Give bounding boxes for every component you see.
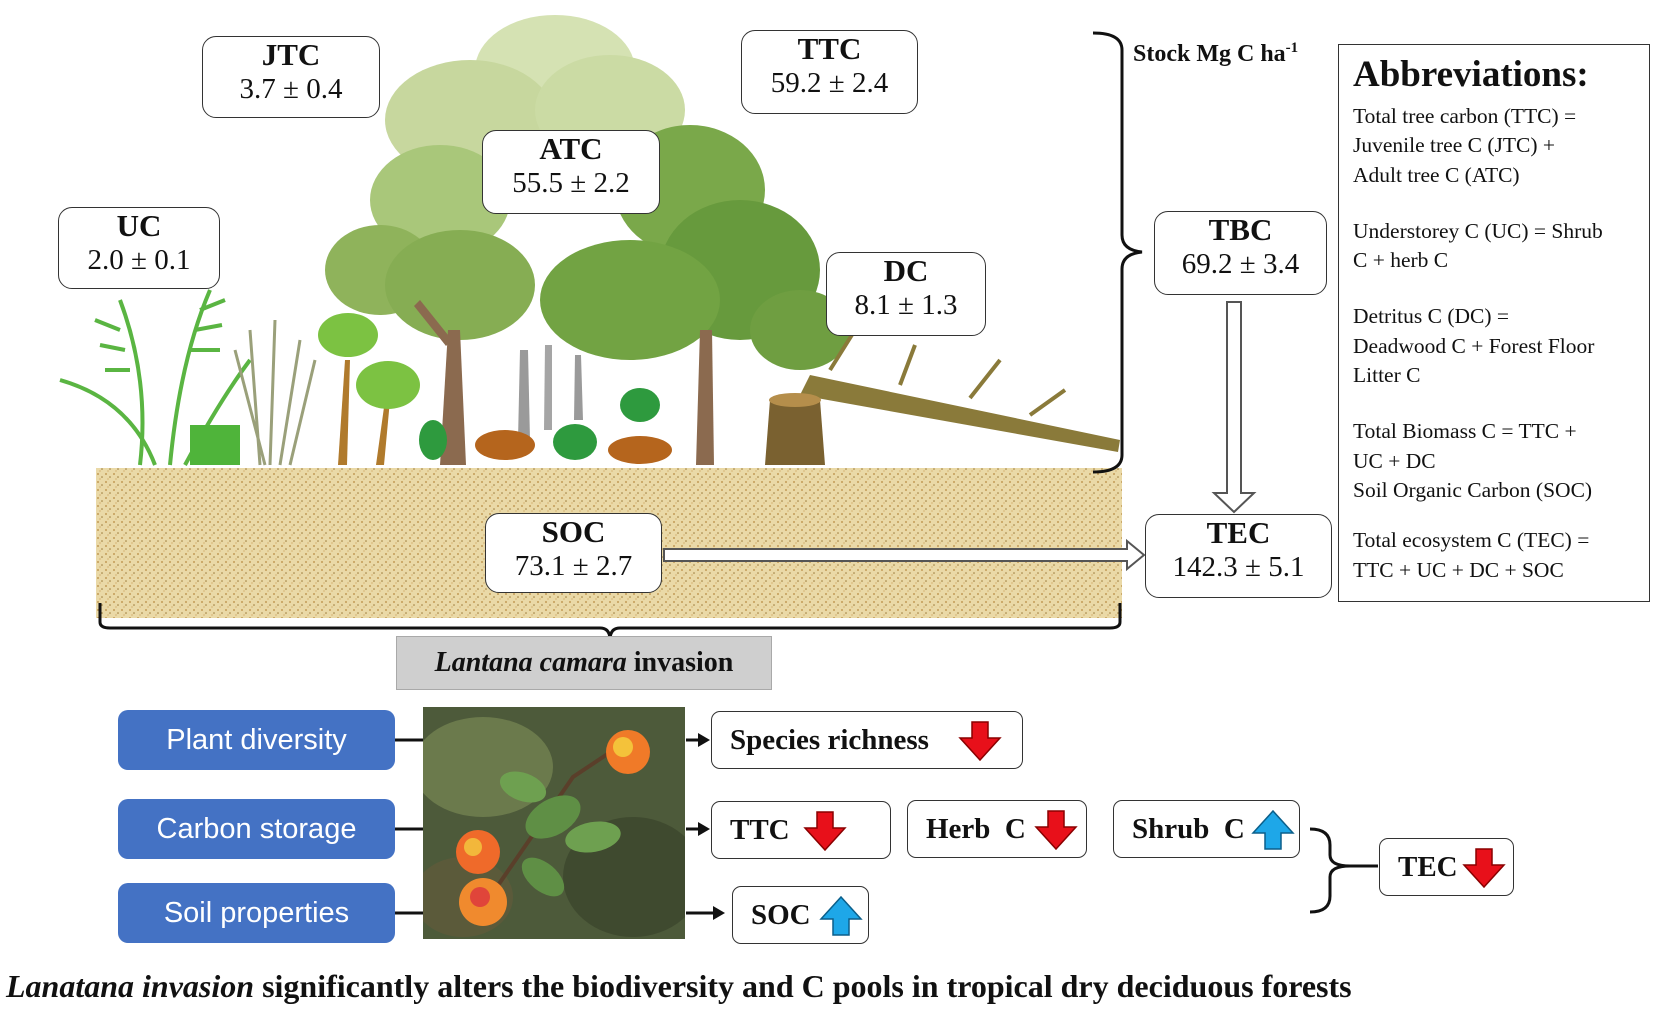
category-label: Soil properties [163,897,350,929]
effect-label: TTC [730,814,790,846]
tec-box: TEC 142.3 ± 5.1 [1145,514,1332,598]
abbreviations-heading: Abbreviations: [1353,54,1589,95]
stock-unit-label: Stock Mg C ha-1 [1133,40,1298,68]
effect-species-richness: Species richness [711,711,1023,769]
category-carbon-storage: Carbon storage [118,799,395,859]
effect-label: TEC [1398,851,1458,883]
abbreviation-dc: Detritus C (DC) = Deadwood C + Forest Fl… [1353,303,1595,388]
ttc-box: TTC 59.2 ± 2.4 [741,30,918,114]
ttc-value: 59.2 ± 2.4 [770,66,889,99]
lantana-photo [423,707,685,939]
invasion-label: Lantana camara invasion [396,636,772,690]
effect-ttc: TTC [711,801,891,859]
effect-label: Species richness [730,724,929,756]
effect-tec: TEC [1379,838,1514,896]
arrow-up-icon [819,895,863,936]
atc-value: 55.5 ± 2.2 [512,166,630,199]
caption-rest: significantly alters the biodiversity an… [254,968,1352,1004]
abbreviation-ttc: Total tree carbon (TTC) = Juvenile tree … [1353,103,1577,187]
figure-caption: Lanatana invasion significantly alters t… [6,968,1352,1005]
effect-label: Herb C [926,813,1026,845]
tec-name: TEC [1206,515,1271,550]
category-label: Carbon storage [156,813,357,845]
arrow-down-icon [1462,848,1506,889]
category-soil-properties: Soil properties [118,883,395,943]
tec-value: 142.3 ± 5.1 [1172,550,1305,583]
effect-label: SOC [751,899,811,931]
stock-label-text: Stock Mg C ha [1133,41,1286,67]
abbreviation-uc: Understorey C (UC) = Shrub C + herb C [1353,218,1603,273]
jtc-value: 3.7 ± 0.4 [239,72,343,105]
dc-name: DC [883,253,929,288]
arrow-down-icon [803,811,847,852]
abbreviations-panel: Abbreviations: Total tree carbon (TTC) =… [1338,44,1650,602]
effect-bracket [1309,827,1351,914]
arrow-down-icon [1034,810,1078,851]
grass-icon [233,319,317,466]
effect-herb-c: Herb C [907,800,1087,858]
caption-italic: Lanatana invasion [6,968,255,1004]
dc-value: 8.1 ± 1.3 [854,288,958,321]
tbc-box: TBC 69.2 ± 3.4 [1154,211,1327,295]
arrow-up-icon [1251,809,1295,850]
dc-box: DC 8.1 ± 1.3 [826,252,986,336]
effect-shrub-c: Shrub C [1113,800,1300,858]
tbc-name: TBC [1208,212,1273,247]
soc-box: SOC 73.1 ± 2.7 [485,513,662,593]
jtc-box: JTC 3.7 ± 0.4 [202,36,380,118]
soc-to-tec-arrow [663,538,1146,572]
abbreviation-biomass-soc: Total Biomass C = TTC + UC + DC Soil Org… [1353,418,1593,503]
uc-box: UC 2.0 ± 0.1 [58,207,220,289]
effect-soc: SOC [732,886,869,944]
tbc-value: 69.2 ± 3.4 [1181,247,1300,280]
uc-value: 2.0 ± 0.1 [87,243,191,276]
soc-name: SOC [541,514,606,549]
atc-name: ATC [539,131,603,166]
tree-trunks [414,300,714,465]
atc-box: ATC 55.5 ± 2.2 [482,130,660,214]
abbreviation-tec: Total ecosystem C (TEC) = TTC + UC + DC … [1353,527,1590,582]
category-label: Plant diversity [166,724,347,756]
category-connectors [395,738,423,915]
deadwood-icon [765,328,1120,465]
soc-value: 73.1 ± 2.7 [514,549,633,582]
stock-bracket [1092,31,1143,474]
stock-label-exponent: -1 [1285,40,1299,56]
tbc-to-tec-arrow [1211,301,1257,514]
invasion-species: Lantana camara [434,647,627,678]
ttc-name: TTC [797,31,862,66]
invasion-word: invasion [626,647,734,678]
effect-label: Shrub C [1132,813,1245,845]
grass-tuft-icon [190,425,240,465]
uc-name: UC [116,208,162,243]
jtc-name: JTC [261,37,321,72]
effect-arrows [686,733,725,920]
category-plant-diversity: Plant diversity [118,710,395,770]
arrow-down-icon [958,721,1002,762]
sapling-icon [318,313,420,465]
leaf-litter-icon [419,388,672,464]
